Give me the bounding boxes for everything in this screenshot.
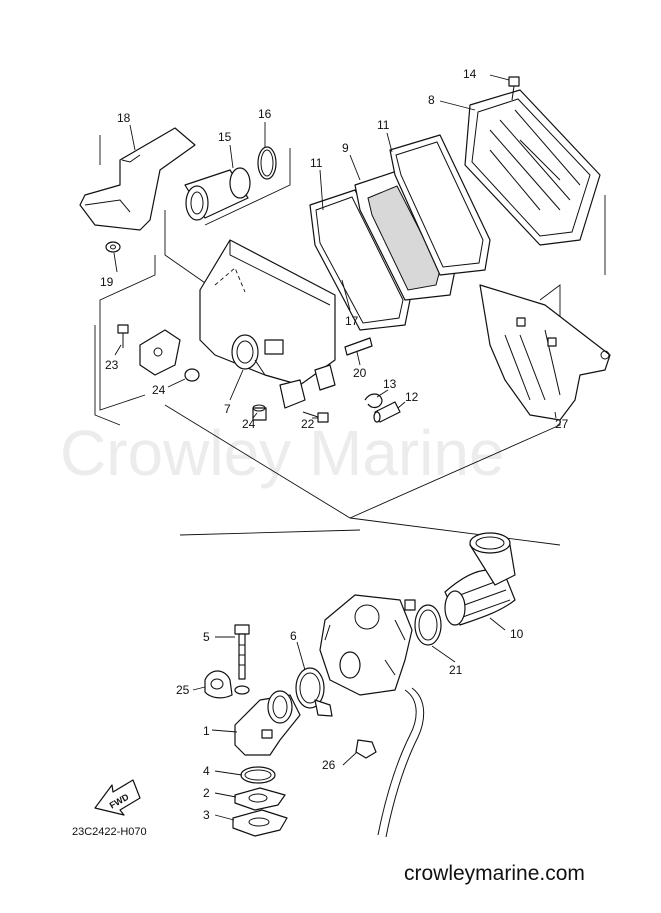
callout-1: 1 (203, 724, 210, 738)
part-26-hose-clip (355, 739, 377, 759)
callout-11-right: 11 (377, 118, 390, 132)
part-19-washer (105, 241, 121, 253)
part-22-bolt (279, 364, 336, 423)
callout-6: 6 (290, 629, 297, 643)
callout-20: 20 (353, 366, 367, 380)
part-2-gasket (234, 787, 286, 811)
callout-5: 5 (203, 630, 210, 644)
callout-18: 18 (117, 111, 131, 125)
part-3-insulator (232, 809, 288, 837)
part-23-bolt (117, 324, 129, 348)
callout-17: 17 (345, 314, 359, 328)
callout-labels: 14 8 11 9 11 18 15 16 19 17 20 13 12 23 … (100, 67, 569, 822)
callout-24-upper: 24 (152, 383, 166, 397)
part-12-drain-plug (373, 401, 401, 423)
part-21-hose-clamp (404, 599, 442, 646)
callout-11-left: 11 (310, 156, 323, 170)
callout-25: 25 (176, 683, 190, 697)
website-url: crowleymarine.com (404, 862, 585, 885)
part-1-carburetor-joint (234, 690, 301, 756)
callout-13: 13 (383, 377, 397, 391)
callout-26: 26 (322, 758, 336, 772)
callout-24-lower: 24 (242, 417, 256, 431)
vent-hose (377, 687, 425, 838)
part-13-clip (364, 393, 383, 409)
part-14-screw (508, 76, 520, 101)
callout-21: 21 (449, 663, 463, 677)
callout-15: 15 (218, 130, 232, 144)
part-24-collar-upper (139, 329, 200, 382)
part-20-label (344, 337, 373, 356)
part-4-o-ring (240, 766, 276, 784)
part-7-air-filter-case (199, 239, 336, 386)
callout-16: 16 (258, 107, 272, 121)
part-27-cover (479, 284, 611, 421)
diagram-code: 23C2422-H070 (72, 826, 147, 838)
part-11-gasket-right (389, 134, 491, 276)
part-16-o-ring (257, 146, 277, 180)
callout-4: 4 (203, 764, 210, 778)
part-11-gasket-left (309, 189, 411, 331)
callout-3: 3 (203, 808, 210, 822)
part-25-holder (204, 670, 233, 699)
callout-23: 23 (105, 358, 119, 372)
callout-14: 14 (463, 67, 477, 81)
watermark-text: Crowley Marine (60, 417, 505, 489)
part-24-collar-lower (252, 404, 267, 421)
part-8-case-cap (464, 89, 601, 246)
callout-22: 22 (301, 417, 315, 431)
part-15-intake-joint (184, 167, 251, 221)
callout-10: 10 (510, 627, 524, 641)
carburetor-reference (319, 594, 413, 696)
callout-12: 12 (405, 390, 419, 404)
part-18-duct-cover (79, 127, 196, 231)
callout-19: 19 (100, 275, 114, 289)
part-5-bolt (234, 624, 250, 695)
callout-8: 8 (428, 93, 435, 107)
callout-7: 7 (224, 402, 231, 416)
leader-lines (113, 74, 557, 821)
callout-27: 27 (555, 417, 569, 431)
part-6-clamp (295, 667, 333, 717)
fwd-arrow-icon: FWD (94, 779, 141, 816)
callout-9: 9 (342, 141, 349, 155)
callout-2: 2 (203, 786, 210, 800)
assembly-frame-lines (94, 135, 606, 546)
part-10-joint-hose (444, 532, 516, 626)
